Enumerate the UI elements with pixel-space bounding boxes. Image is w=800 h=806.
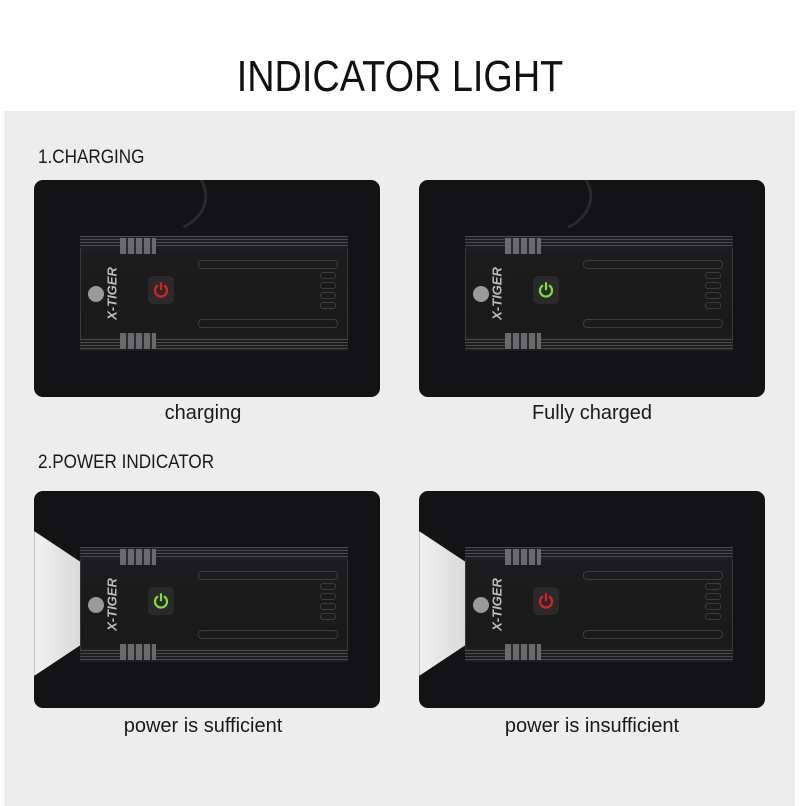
power-icon <box>538 282 554 298</box>
tiger-logo-icon <box>88 286 104 302</box>
tiger-logo-icon <box>473 597 489 613</box>
section-heading-power: 2.POWER INDICATOR <box>38 452 215 473</box>
power-button <box>533 587 559 615</box>
bike-light-device: X-TIGER <box>80 547 348 662</box>
bike-light-device: X-TIGER <box>465 236 733 351</box>
brand-label: X-TIGER <box>489 578 505 631</box>
panel-charging: X-TIGER <box>34 180 380 397</box>
power-button <box>148 587 174 615</box>
power-icon <box>538 593 554 609</box>
light-beam <box>419 531 467 676</box>
caption-charging: charging <box>164 402 242 424</box>
power-button <box>533 276 559 304</box>
panel-power-insufficient: X-TIGER <box>419 491 765 708</box>
bike-light-device: X-TIGER <box>465 547 733 662</box>
power-icon <box>153 282 169 298</box>
brand-label: X-TIGER <box>489 267 505 320</box>
caption-fully-charged: Fully charged <box>531 402 653 424</box>
power-button <box>148 276 174 304</box>
panel-fully-charged: X-TIGER <box>419 180 765 397</box>
power-icon <box>153 593 169 609</box>
panel-power-sufficient: X-TIGER <box>34 491 380 708</box>
caption-power-sufficient: power is sufficient <box>123 715 283 737</box>
caption-power-insufficient: power is insufficient <box>504 715 680 737</box>
light-beam <box>34 531 82 676</box>
tiger-logo-icon <box>473 286 489 302</box>
tiger-logo-icon <box>88 597 104 613</box>
brand-label: X-TIGER <box>104 267 120 320</box>
bike-light-device: X-TIGER <box>80 236 348 351</box>
section-heading-charging: 1.CHARGING <box>38 147 145 168</box>
page-title: INDICATOR LIGHT <box>236 52 564 101</box>
brand-label: X-TIGER <box>104 578 120 631</box>
